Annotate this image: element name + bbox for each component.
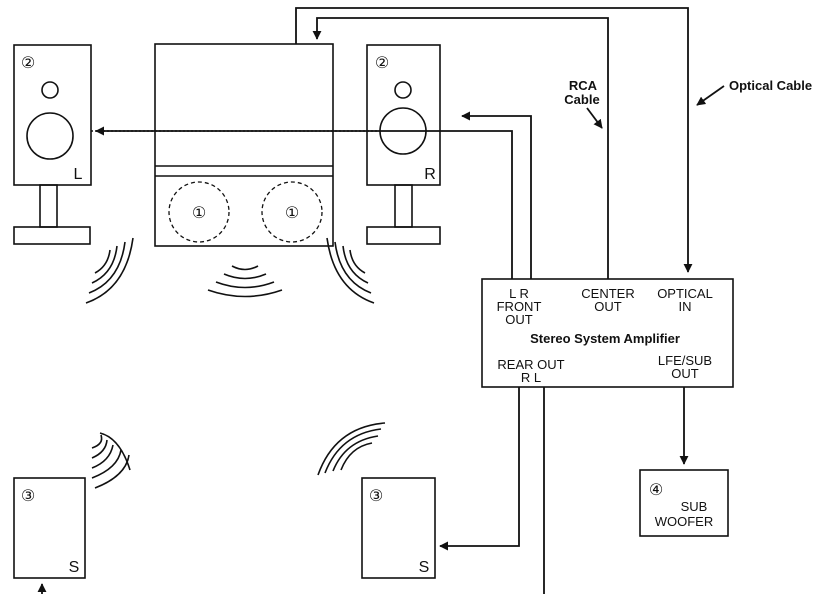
tv-driver-right-label: ① <box>285 205 299 222</box>
rear-left-speaker-number: ③ <box>21 488 35 505</box>
center-out-cable <box>312 17 609 279</box>
center-out-label-1: CENTER <box>581 286 634 301</box>
front-right-cable <box>461 111 532 279</box>
tv-driver-right <box>261 181 323 243</box>
front-out-label-1: FRONT <box>497 299 542 314</box>
front-right-speaker: ② R <box>366 44 441 245</box>
amplifier-title: Stereo System Amplifier <box>530 331 680 346</box>
sound-waves-front-right <box>326 237 375 304</box>
lfe-sub-out-label-2: OUT <box>671 366 699 381</box>
rear-right-speaker: ③ S <box>361 477 436 579</box>
optical-in-label-2: IN <box>679 299 692 314</box>
rear-left-speaker-cabinet <box>13 477 86 579</box>
front-out-lr-label: L R <box>509 286 529 301</box>
optical-cable-pointer <box>696 85 725 106</box>
rear-out-label-1: REAR OUT <box>497 357 564 372</box>
sound-waves-front-left <box>85 237 134 304</box>
rear-right-speaker-cabinet <box>361 477 436 579</box>
front-left-stand-base <box>13 226 91 245</box>
front-left-speaker-number: ② <box>21 55 35 72</box>
lfe-sub-out-label-1: LFE/SUB <box>658 353 712 368</box>
rear-left-side-label: S <box>69 559 80 576</box>
rca-cable-pointer <box>586 107 603 129</box>
subwoofer-label-1: SUB <box>681 499 708 514</box>
front-left-side-label: L <box>74 166 83 183</box>
tv-driver-left-label: ① <box>192 205 206 222</box>
front-right-tweeter <box>394 81 412 99</box>
rear-right-speaker-number: ③ <box>369 488 383 505</box>
subwoofer-box <box>639 469 729 537</box>
front-left-tweeter <box>41 81 59 99</box>
rear-right-cable <box>439 387 520 551</box>
front-right-side-label: R <box>424 166 436 183</box>
rear-right-side-label: S <box>419 559 430 576</box>
front-left-woofer <box>26 112 74 160</box>
center-out-label-2: OUT <box>594 299 622 314</box>
front-right-stand-post <box>394 184 413 228</box>
optical-cable-label: Optical Cable <box>729 78 812 93</box>
front-left-speaker: ② L <box>13 44 92 245</box>
subwoofer-number: ④ <box>649 482 663 499</box>
sound-waves-tv <box>207 265 283 298</box>
tv-unit: ① ① <box>154 43 334 247</box>
rear-out-label-2: R L <box>521 370 541 385</box>
front-left-stand-post <box>39 184 58 228</box>
tv-cabinet <box>154 43 334 247</box>
front-out-label-2: OUT <box>505 312 533 327</box>
rca-cable-label-1: RCA <box>569 78 598 93</box>
rca-cable-label-2: Cable <box>564 92 599 107</box>
rear-left-speaker: ③ S <box>13 477 86 579</box>
tv-driver-left <box>168 181 230 243</box>
sound-waves-rear-left <box>91 432 131 489</box>
subwoofer: ④ SUB WOOFER <box>639 469 729 537</box>
optical-in-label-1: OPTICAL <box>657 286 713 301</box>
front-left-cable <box>95 126 513 279</box>
sound-waves-rear-right <box>317 422 386 476</box>
front-right-stand-base <box>366 226 441 245</box>
front-right-speaker-number: ② <box>375 55 389 72</box>
subwoofer-label-2: WOOFER <box>655 514 714 529</box>
optical-cable <box>295 7 693 273</box>
amplifier: L R FRONT OUT CENTER OUT OPTICAL IN Ster… <box>481 278 734 388</box>
